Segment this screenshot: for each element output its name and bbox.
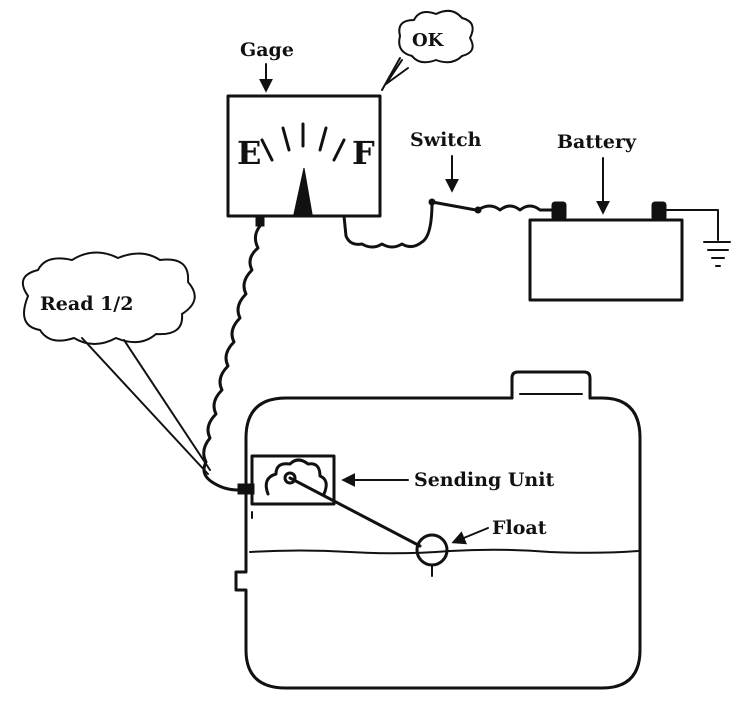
ground-wire	[665, 209, 719, 241]
sending-unit-terminal	[237, 483, 255, 495]
gage-full-letter: F	[352, 134, 375, 172]
ground-symbol-icon	[703, 241, 731, 267]
gage-box	[226, 94, 382, 218]
float-arrow-icon	[451, 527, 489, 545]
tank-body	[234, 396, 642, 690]
battery-terminal-positive	[651, 201, 667, 221]
fuel-level-line	[249, 548, 639, 555]
battery-label: Battery	[557, 131, 637, 153]
read-thought-bubble	[21, 251, 211, 475]
switch-label: Switch	[410, 129, 482, 151]
tank-filler-neck	[510, 370, 592, 400]
float-ball	[415, 533, 449, 567]
battery-terminal-negative	[551, 201, 567, 221]
gage-tick-marks	[260, 122, 346, 162]
float-label: Float	[492, 517, 547, 539]
battery-box	[528, 218, 684, 302]
sending-unit-rheostat	[264, 458, 328, 496]
ok-thought-bubble	[381, 9, 474, 91]
wire-switch-to-battery	[476, 204, 554, 212]
sending-unit-box	[250, 454, 336, 506]
gage-empty-letter: E	[237, 134, 261, 172]
wire-gage-to-sending-unit	[202, 224, 262, 492]
float-arm	[288, 476, 422, 548]
sending-unit-label: Sending Unit	[414, 469, 554, 491]
gage-label: Gage	[240, 39, 294, 61]
switch-symbol	[428, 198, 482, 214]
read-label: Read 1/2	[40, 293, 133, 315]
float-arm-pivot	[283, 471, 297, 485]
ok-label: OK	[412, 30, 445, 51]
wire-gage-to-switch	[342, 200, 434, 249]
gage-needle	[293, 167, 313, 215]
